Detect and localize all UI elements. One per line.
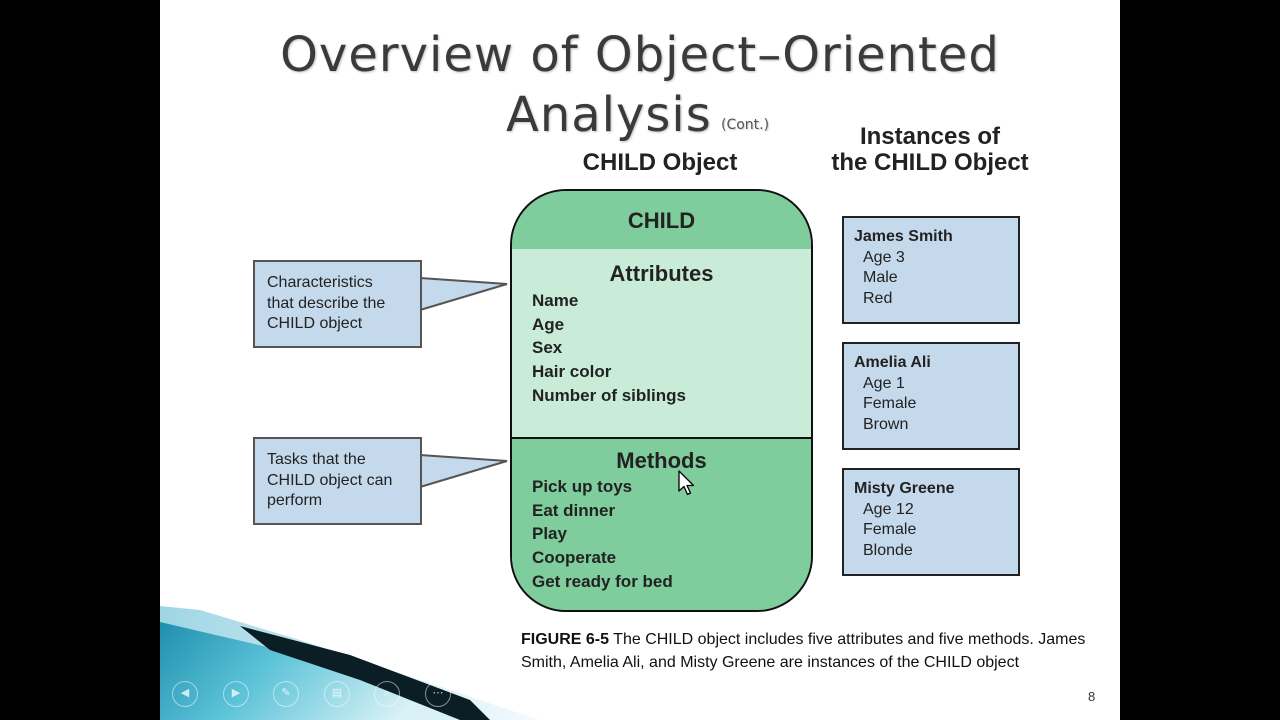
method-item: Cooperate xyxy=(532,548,617,568)
instance-name: James Smith xyxy=(854,228,953,245)
instances-header: Instances of the CHILD Object xyxy=(800,124,1060,176)
callout-methods: Tasks that the CHILD object can perform xyxy=(253,437,422,525)
attribute-item: Age xyxy=(532,314,565,334)
instance-value: Female xyxy=(863,395,917,412)
page-number: 8 xyxy=(1088,689,1096,704)
instance-value: Blonde xyxy=(863,541,913,559)
instance-box: Amelia Ali Age 1 Female Brown xyxy=(842,342,1020,450)
callout-pointers xyxy=(419,276,508,489)
method-item: Get ready for bed xyxy=(532,571,673,591)
instances-header-line2: the CHILD Object xyxy=(831,149,1029,176)
object-name: CHILD xyxy=(627,208,696,233)
attribute-item: Hair color xyxy=(532,362,612,382)
slide-title-line2: Analysis xyxy=(506,87,712,143)
instance-name: Misty Greene xyxy=(854,480,955,497)
instance-value: Male xyxy=(863,269,898,286)
attribute-item: Sex xyxy=(532,338,563,358)
instance-value: Red xyxy=(863,289,893,307)
methods-title: Methods xyxy=(616,448,707,473)
method-item: Pick up toys xyxy=(532,477,633,496)
attribute-item: Number of siblings xyxy=(532,385,686,405)
callout-attributes: Characteristics that describe the CHILD … xyxy=(253,260,422,348)
callout-line: that describe the xyxy=(267,294,386,312)
instance-value: Female xyxy=(863,521,917,538)
slide: Overview of Object–Oriented Analysis (Co… xyxy=(160,0,1120,720)
zoom-icon[interactable]: ⌕ xyxy=(374,681,400,707)
method-item: Play xyxy=(532,524,567,544)
attribute-item: Name xyxy=(532,291,579,310)
callout-line: perform xyxy=(267,492,323,509)
callout-line: Characteristics xyxy=(267,274,373,291)
callout-pointer-attributes xyxy=(419,276,508,312)
mouse-cursor-icon xyxy=(678,470,695,496)
attributes-section: Attributes Name Age Sex Hair color Numbe… xyxy=(512,249,811,439)
callout-line: CHILD object xyxy=(267,315,363,332)
object-name-section: CHILD xyxy=(512,191,811,251)
next-icon[interactable]: ▶ xyxy=(223,681,249,707)
instance-value: Brown xyxy=(863,415,909,433)
child-object-box: CHILD Attributes Name Age Sex Hair color… xyxy=(510,189,813,612)
instances-header-line1: Instances of xyxy=(859,123,1001,150)
object-header: CHILD Object xyxy=(582,149,738,176)
callout-pointer-methods xyxy=(419,453,508,489)
attributes-title: Attributes xyxy=(609,261,714,286)
methods-list: Pick up toys Eat dinner Play Cooperate G… xyxy=(532,475,673,593)
instance-box: Misty Greene Age 12 Female Blonde xyxy=(842,468,1020,576)
callout-line: Tasks that the xyxy=(267,451,366,468)
callout-line: CHILD object can xyxy=(267,471,393,489)
slides-icon[interactable]: ▤ xyxy=(324,681,350,707)
slide-title-line1: Overview of Object–Oriented xyxy=(280,27,1000,83)
instance-box: James Smith Age 3 Male Red xyxy=(842,216,1020,324)
instance-value: Age 12 xyxy=(863,500,914,518)
instance-name: Amelia Ali xyxy=(854,354,931,371)
methods-section: Methods Pick up toys Eat dinner Play Coo… xyxy=(512,439,811,610)
instance-value: Age 1 xyxy=(863,374,905,392)
attributes-list: Name Age Sex Hair color Number of siblin… xyxy=(532,289,686,407)
caption-label: FIGURE 6-5 xyxy=(521,631,610,648)
instance-value: Age 3 xyxy=(863,248,905,266)
more-icon[interactable]: ⋯ xyxy=(425,681,451,707)
previous-icon[interactable]: ◀ xyxy=(172,681,198,707)
pen-icon[interactable]: ✎ xyxy=(273,681,299,707)
caption-text: The CHILD object includes five attribute… xyxy=(521,631,1086,671)
figure-caption: FIGURE 6-5 The CHILD object includes fiv… xyxy=(521,629,1091,674)
slide-title-cont: (Cont.) xyxy=(721,117,770,133)
method-item: Eat dinner xyxy=(532,500,616,520)
